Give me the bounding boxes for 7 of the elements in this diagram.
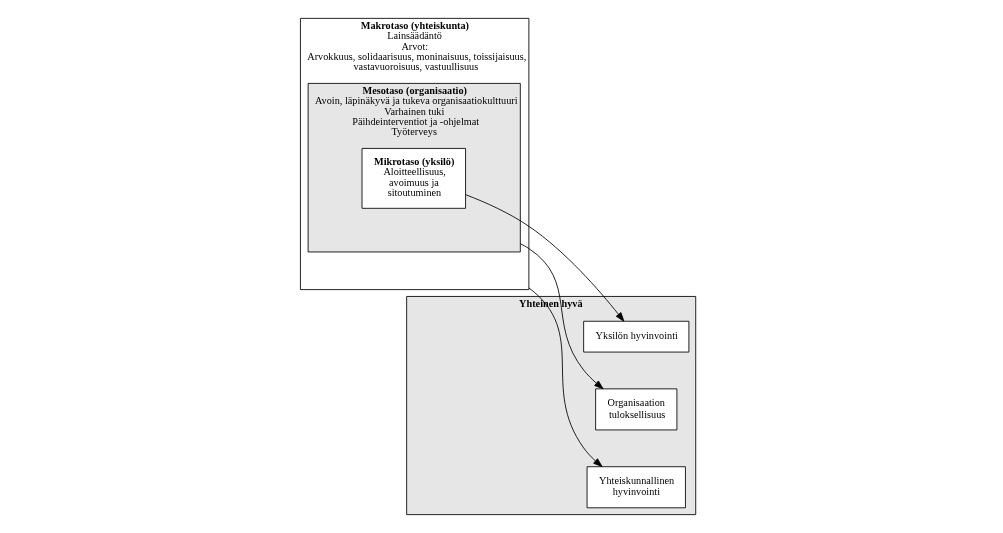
arrow — [465, 194, 625, 322]
arrow — [528, 287, 603, 467]
node-box: Yhteiskunnallinen hyvinvointi — [586, 466, 686, 509]
node-box: Yksilön hyvinvointi — [583, 320, 690, 353]
arrow — [519, 243, 604, 390]
node-box: Mikrotaso (yksilö) Aloitteellisuus, avoimuus ja sitoutuminen — [361, 148, 466, 209]
node-box: Organisaation tuloksellisuus — [595, 388, 678, 431]
